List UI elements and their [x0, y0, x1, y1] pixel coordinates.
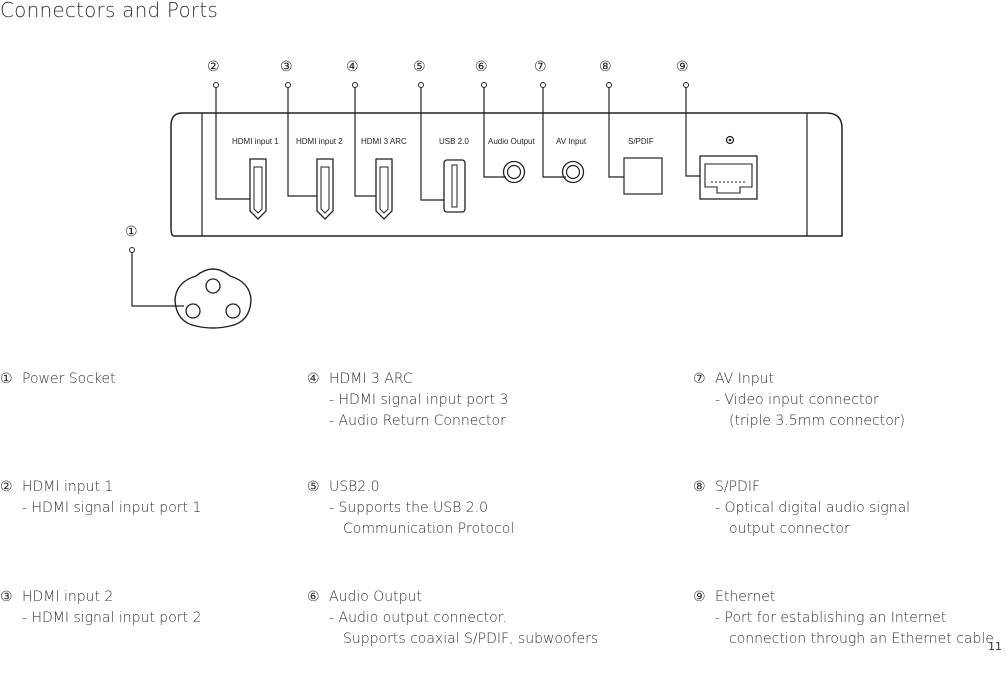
connector-panel	[170, 112, 843, 237]
hdmi-port-2-icon	[316, 158, 334, 220]
callout-6: ⑥	[475, 58, 488, 74]
port-label-usb: USB 2.0	[439, 137, 469, 146]
spdif-port-icon	[623, 157, 663, 195]
power-socket-icon	[174, 268, 252, 329]
port-label-spdif: S/PDIF	[628, 137, 654, 146]
page-number: 11	[988, 640, 1002, 653]
callout-4: ④	[346, 58, 359, 74]
hdmi-port-1-icon	[249, 158, 267, 220]
callout-7: ⑦	[534, 58, 547, 74]
callout-3: ③	[280, 58, 293, 74]
av-input-jack-icon	[561, 160, 585, 184]
callout-9: ⑨	[676, 58, 689, 74]
ethernet-port-icon	[699, 155, 758, 200]
port-label-hdmi-2: HDMI input 2	[296, 137, 343, 146]
connector-diagram: ② ③ ④ ⑤ ⑥ ⑦ ⑧ ⑨ ① HDMI input 1 HDMI inpu…	[125, 58, 843, 329]
callout-5: ⑤	[413, 58, 426, 74]
audio-output-jack-icon	[502, 160, 526, 184]
port-label-av-input: AV Input	[556, 137, 587, 146]
network-symbol-icon	[725, 135, 735, 145]
hdmi-port-3-icon	[375, 158, 393, 220]
port-label-hdmi-1: HDMI input 1	[232, 137, 279, 146]
callout-8: ⑧	[599, 58, 612, 74]
port-label-hdmi-3: HDMI 3 ARC	[361, 137, 407, 146]
callout-1: ①	[125, 223, 138, 239]
usb-port-icon	[443, 159, 466, 213]
callout-2: ②	[207, 58, 220, 74]
port-label-audio-output: Audio Output	[488, 137, 535, 146]
page-title: Connectors and Ports	[0, 0, 218, 22]
